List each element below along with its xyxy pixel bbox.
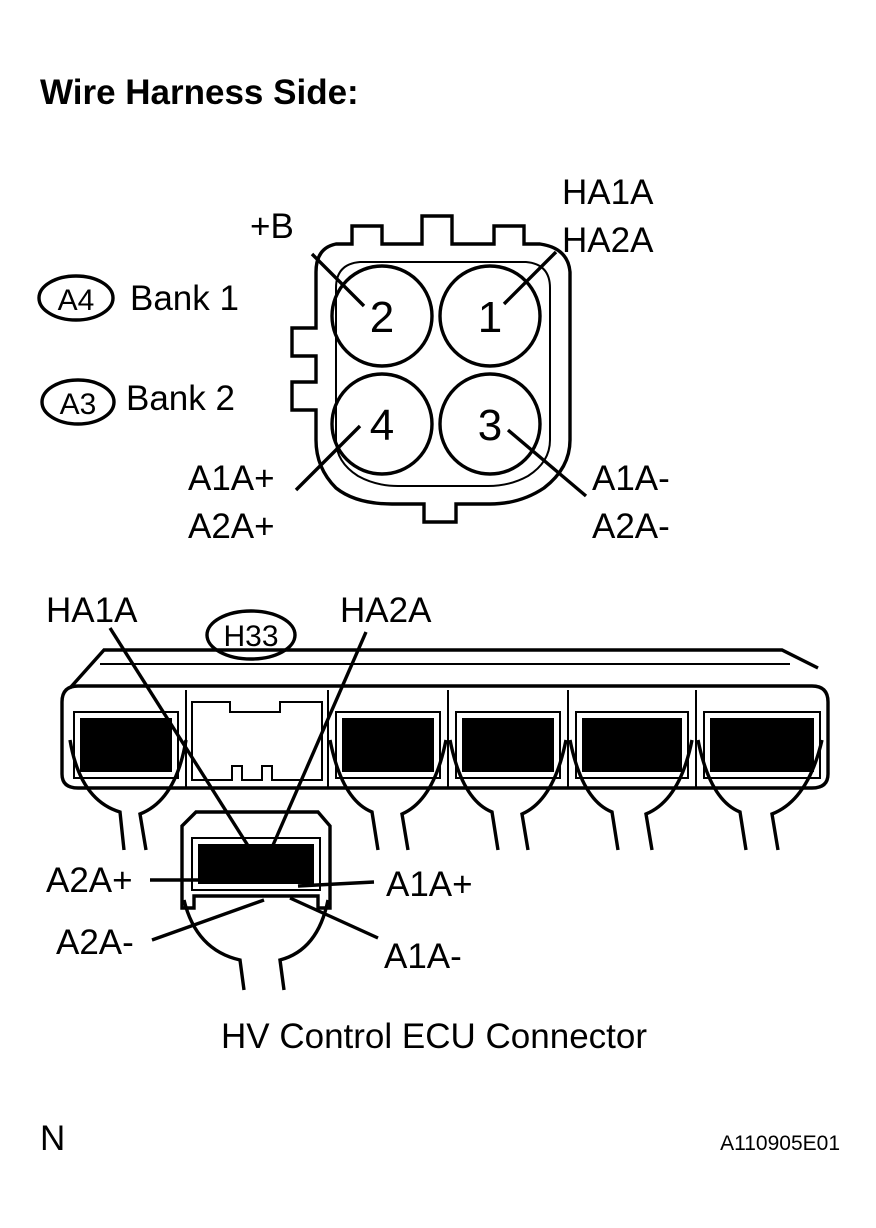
leader-line-a2a-minus: [151, 898, 265, 942]
connector-code-h33: [205, 609, 297, 661]
ecu-label-a2a-plus: A2A+: [46, 861, 133, 900]
bank-2-label: Bank 2: [126, 379, 235, 418]
code-h33-text: H33: [223, 620, 278, 653]
code-a3-text: A3: [60, 388, 97, 421]
connector-code-a3: A3: [40, 378, 116, 426]
page-title: Wire Harness Side:: [40, 73, 359, 112]
ecu-connector: [60, 648, 830, 851]
leader-line-pin-4: [294, 424, 362, 492]
connector-code-a4: A4: [37, 274, 115, 322]
signal-label-b-plus: +B: [250, 207, 294, 246]
figure-id: A110905E01: [720, 1132, 840, 1155]
leader-line-ha1a: [108, 627, 254, 853]
pin-2-number: 2: [370, 293, 394, 342]
bank-1-label: Bank 1: [130, 279, 239, 318]
pin-3-cavity: [438, 372, 542, 476]
pin-1-number: 1: [478, 293, 502, 342]
signal-label-ha2a: HA2A: [562, 221, 654, 260]
signal-label-a2a-plus: A2A+: [188, 507, 275, 546]
signal-label-a2a-minus: A2A-: [592, 507, 670, 546]
ecu-plug-h33: H33: [180, 609, 332, 991]
signal-label-a1a-plus: A1A+: [188, 459, 275, 498]
signal-label-ha1a: HA1A: [562, 173, 654, 212]
pin-1-cavity: [438, 264, 542, 368]
leader-line-pin-1: [502, 250, 558, 306]
code-a4-text: A4: [58, 284, 95, 317]
ecu-label-a2a-minus: A2A-: [56, 923, 134, 962]
leader-line-pin-3: [506, 428, 588, 498]
signal-label-a1a-minus: A1A-: [592, 459, 670, 498]
ecu-label-ha2a: HA2A: [340, 591, 432, 630]
footer-letter: N: [40, 1119, 65, 1158]
pin-3-number: 3: [478, 401, 502, 450]
ecu-label-ha1a: HA1A: [46, 591, 138, 630]
leader-line-a1a-plus: [297, 880, 375, 888]
ecu-connector-caption: HV Control ECU Connector: [221, 1017, 647, 1056]
leader-line-ha2a: [268, 631, 368, 853]
pin-4-number: 4: [370, 401, 394, 450]
pin-2-cavity: [330, 264, 434, 368]
sensor-connector: 2 1 4 3 +B HA1A HA2A A1A+ A2A+ A1A- A2A-: [188, 173, 670, 546]
pin-4-cavity: [330, 372, 434, 476]
leader-line-pin-2: [310, 252, 366, 308]
leader-line-a1a-minus: [289, 896, 379, 940]
ecu-label-a1a-minus: A1A-: [384, 937, 462, 976]
ecu-label-a1a-plus: A1A+: [386, 865, 473, 904]
